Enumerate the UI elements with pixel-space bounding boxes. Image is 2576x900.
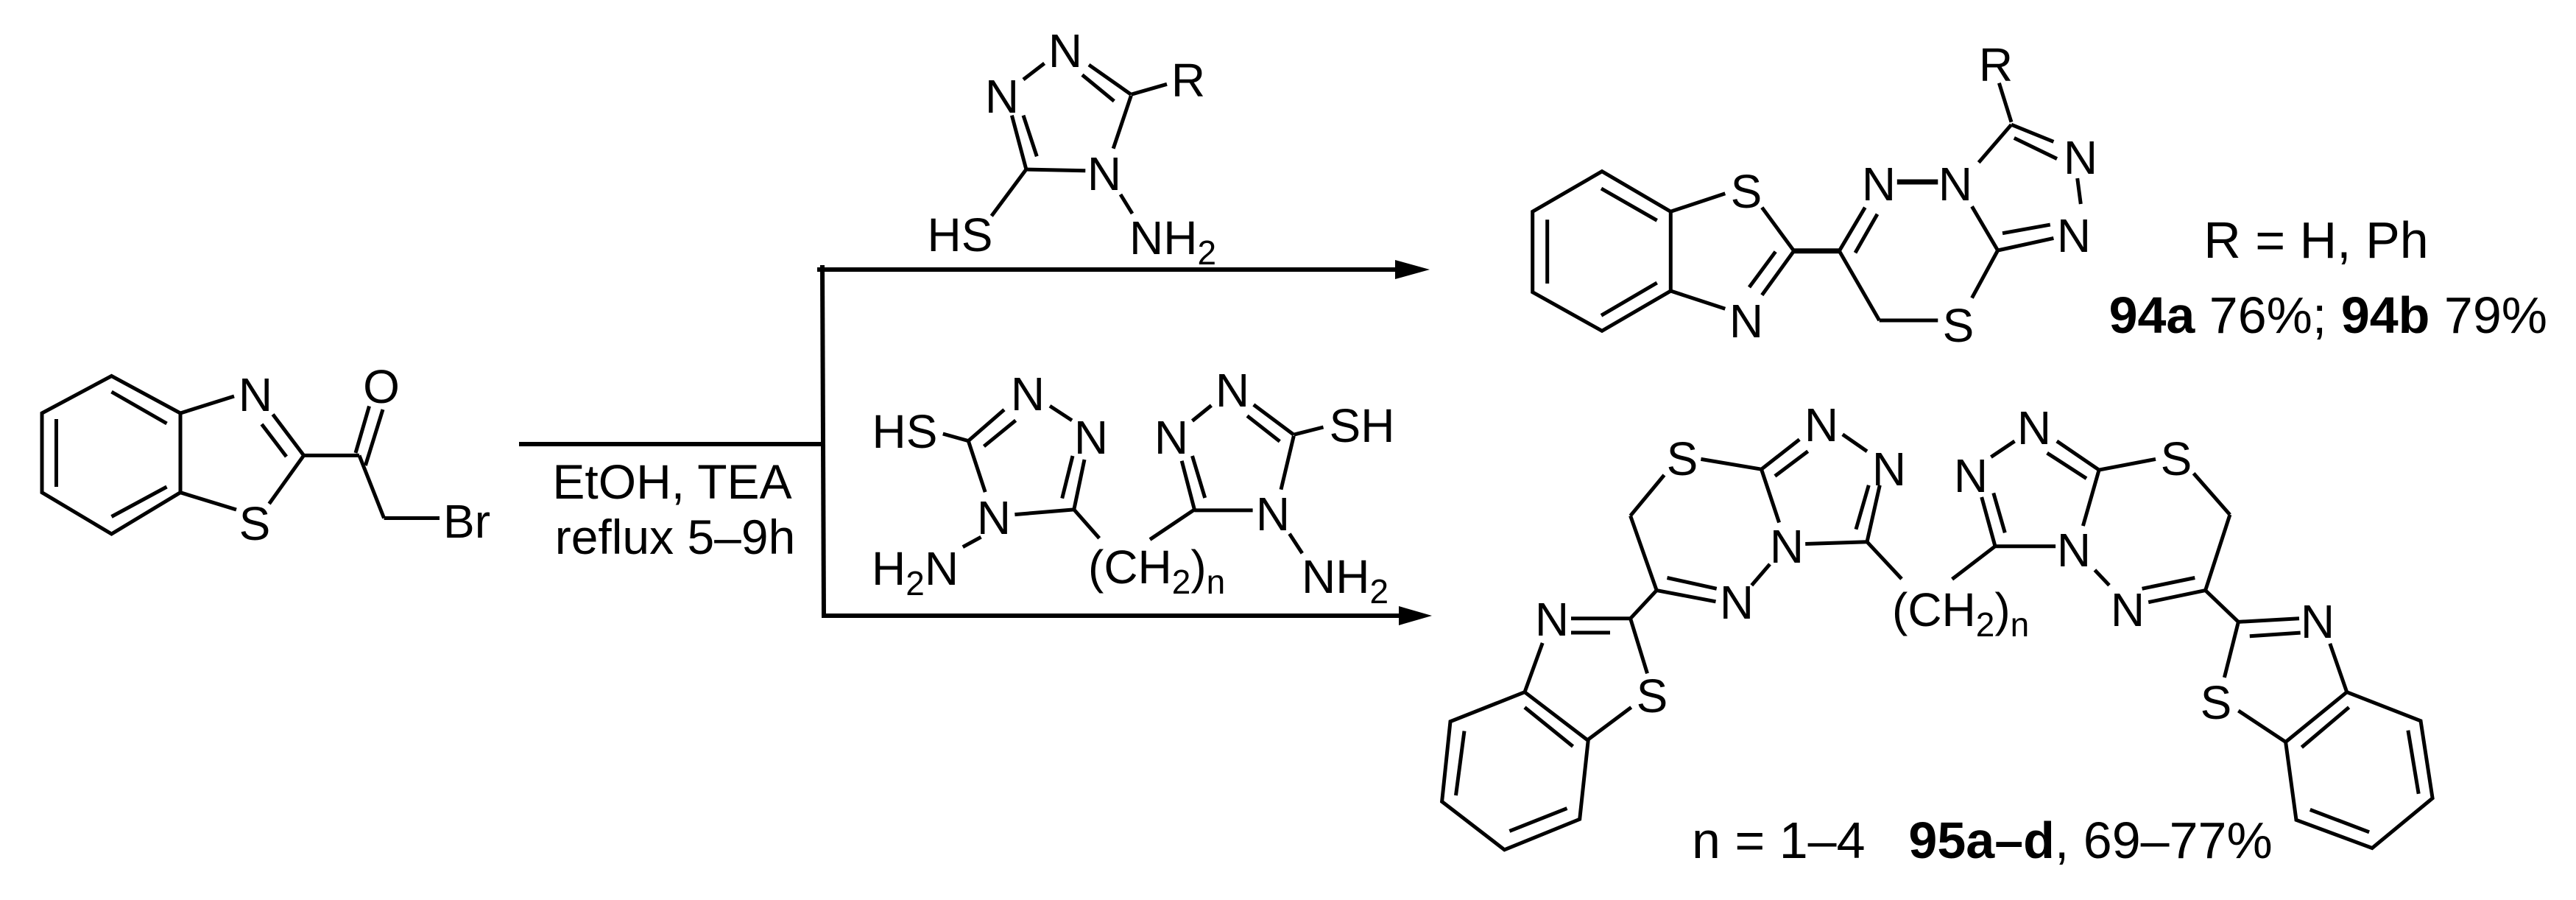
- atom-n: N: [2057, 524, 2091, 577]
- atom-r: R: [1171, 54, 1205, 107]
- atom-hs: HS: [928, 208, 993, 261]
- atom-n: N: [2301, 595, 2335, 648]
- atom-s: S: [2201, 676, 2232, 729]
- atom-nh2: NH2: [1129, 211, 1216, 272]
- atom-n: N: [1074, 411, 1108, 464]
- atom-n: N: [1215, 364, 1249, 417]
- atom-sh: SH: [1330, 399, 1395, 452]
- atom-n: N: [1048, 24, 1082, 77]
- atom-n: N: [2064, 131, 2097, 184]
- conditions-line-1: EtOH, TEA: [552, 454, 791, 509]
- atom-n: N: [1938, 158, 1972, 211]
- atom-s: S: [239, 497, 271, 550]
- atom-n: N: [1804, 398, 1838, 451]
- atom-n: N: [977, 491, 1011, 544]
- conditions-line-2: reflux 5–9h: [555, 510, 796, 564]
- atom-s: S: [2161, 432, 2192, 485]
- atom-n: N: [1535, 593, 1569, 646]
- atom-nh2: NH2: [1302, 550, 1388, 611]
- atom-n: N: [1154, 411, 1188, 464]
- atom-r: R: [1979, 38, 2013, 91]
- reagent-bottom-bis-aminotriazole-thiol: HS N N N H2N (CH2)n N N SH N NH2: [872, 364, 1394, 611]
- ch2n-linker: (CH2)n: [1892, 583, 2029, 644]
- atom-s: S: [1637, 669, 1668, 723]
- atom-h2n: H2N: [872, 542, 959, 602]
- atom-br: Br: [443, 495, 490, 548]
- atom-s: S: [1943, 299, 1975, 352]
- atom-n: N: [2111, 583, 2145, 636]
- atom-n: N: [1011, 368, 1045, 421]
- top-arrowhead-icon: [1395, 260, 1430, 279]
- atom-n: N: [1729, 295, 1763, 348]
- atom-n: N: [239, 368, 272, 421]
- product-95-bis-triazolothiadiazine: S N N N N N S (CH2)n N N S N N N S: [1439, 398, 2435, 852]
- atom-s: S: [1667, 432, 1698, 485]
- atom-n: N: [1770, 520, 1804, 573]
- atom-n: N: [2017, 401, 2051, 454]
- product-94-triazolothiadiazine: S N N N R N N S: [1531, 38, 2097, 352]
- atom-n: N: [1087, 147, 1121, 200]
- bottom-arrowhead-icon: [1399, 606, 1432, 625]
- atom-n: N: [1862, 158, 1896, 211]
- atom-n: N: [2057, 209, 2091, 262]
- atom-hs: HS: [872, 405, 938, 458]
- reaction-arrows: [519, 260, 1432, 625]
- atom-n: N: [985, 70, 1019, 123]
- product-95-caption: n = 1–4 95a–d, 69–77%: [1692, 812, 2273, 869]
- atom-n: N: [1720, 576, 1754, 629]
- atom-o: O: [363, 360, 400, 413]
- atom-n: N: [1256, 488, 1290, 541]
- atom-n: N: [1872, 443, 1906, 496]
- r-group-definition: R = H, Ph: [2203, 211, 2428, 269]
- reagent-top-aminotriazole-thiol: N N R HS N NH2: [928, 24, 1216, 272]
- atom-n: N: [1954, 449, 1988, 502]
- ch2n-linker: (CH2)n: [1088, 541, 1225, 601]
- product-94-yields: 94a 76%; 94b 79%: [2109, 286, 2547, 344]
- atom-s: S: [1731, 165, 1762, 218]
- branch-line: [820, 264, 826, 619]
- starting-material-bromoacetyl-benzothiazole: N S O Br: [40, 360, 490, 550]
